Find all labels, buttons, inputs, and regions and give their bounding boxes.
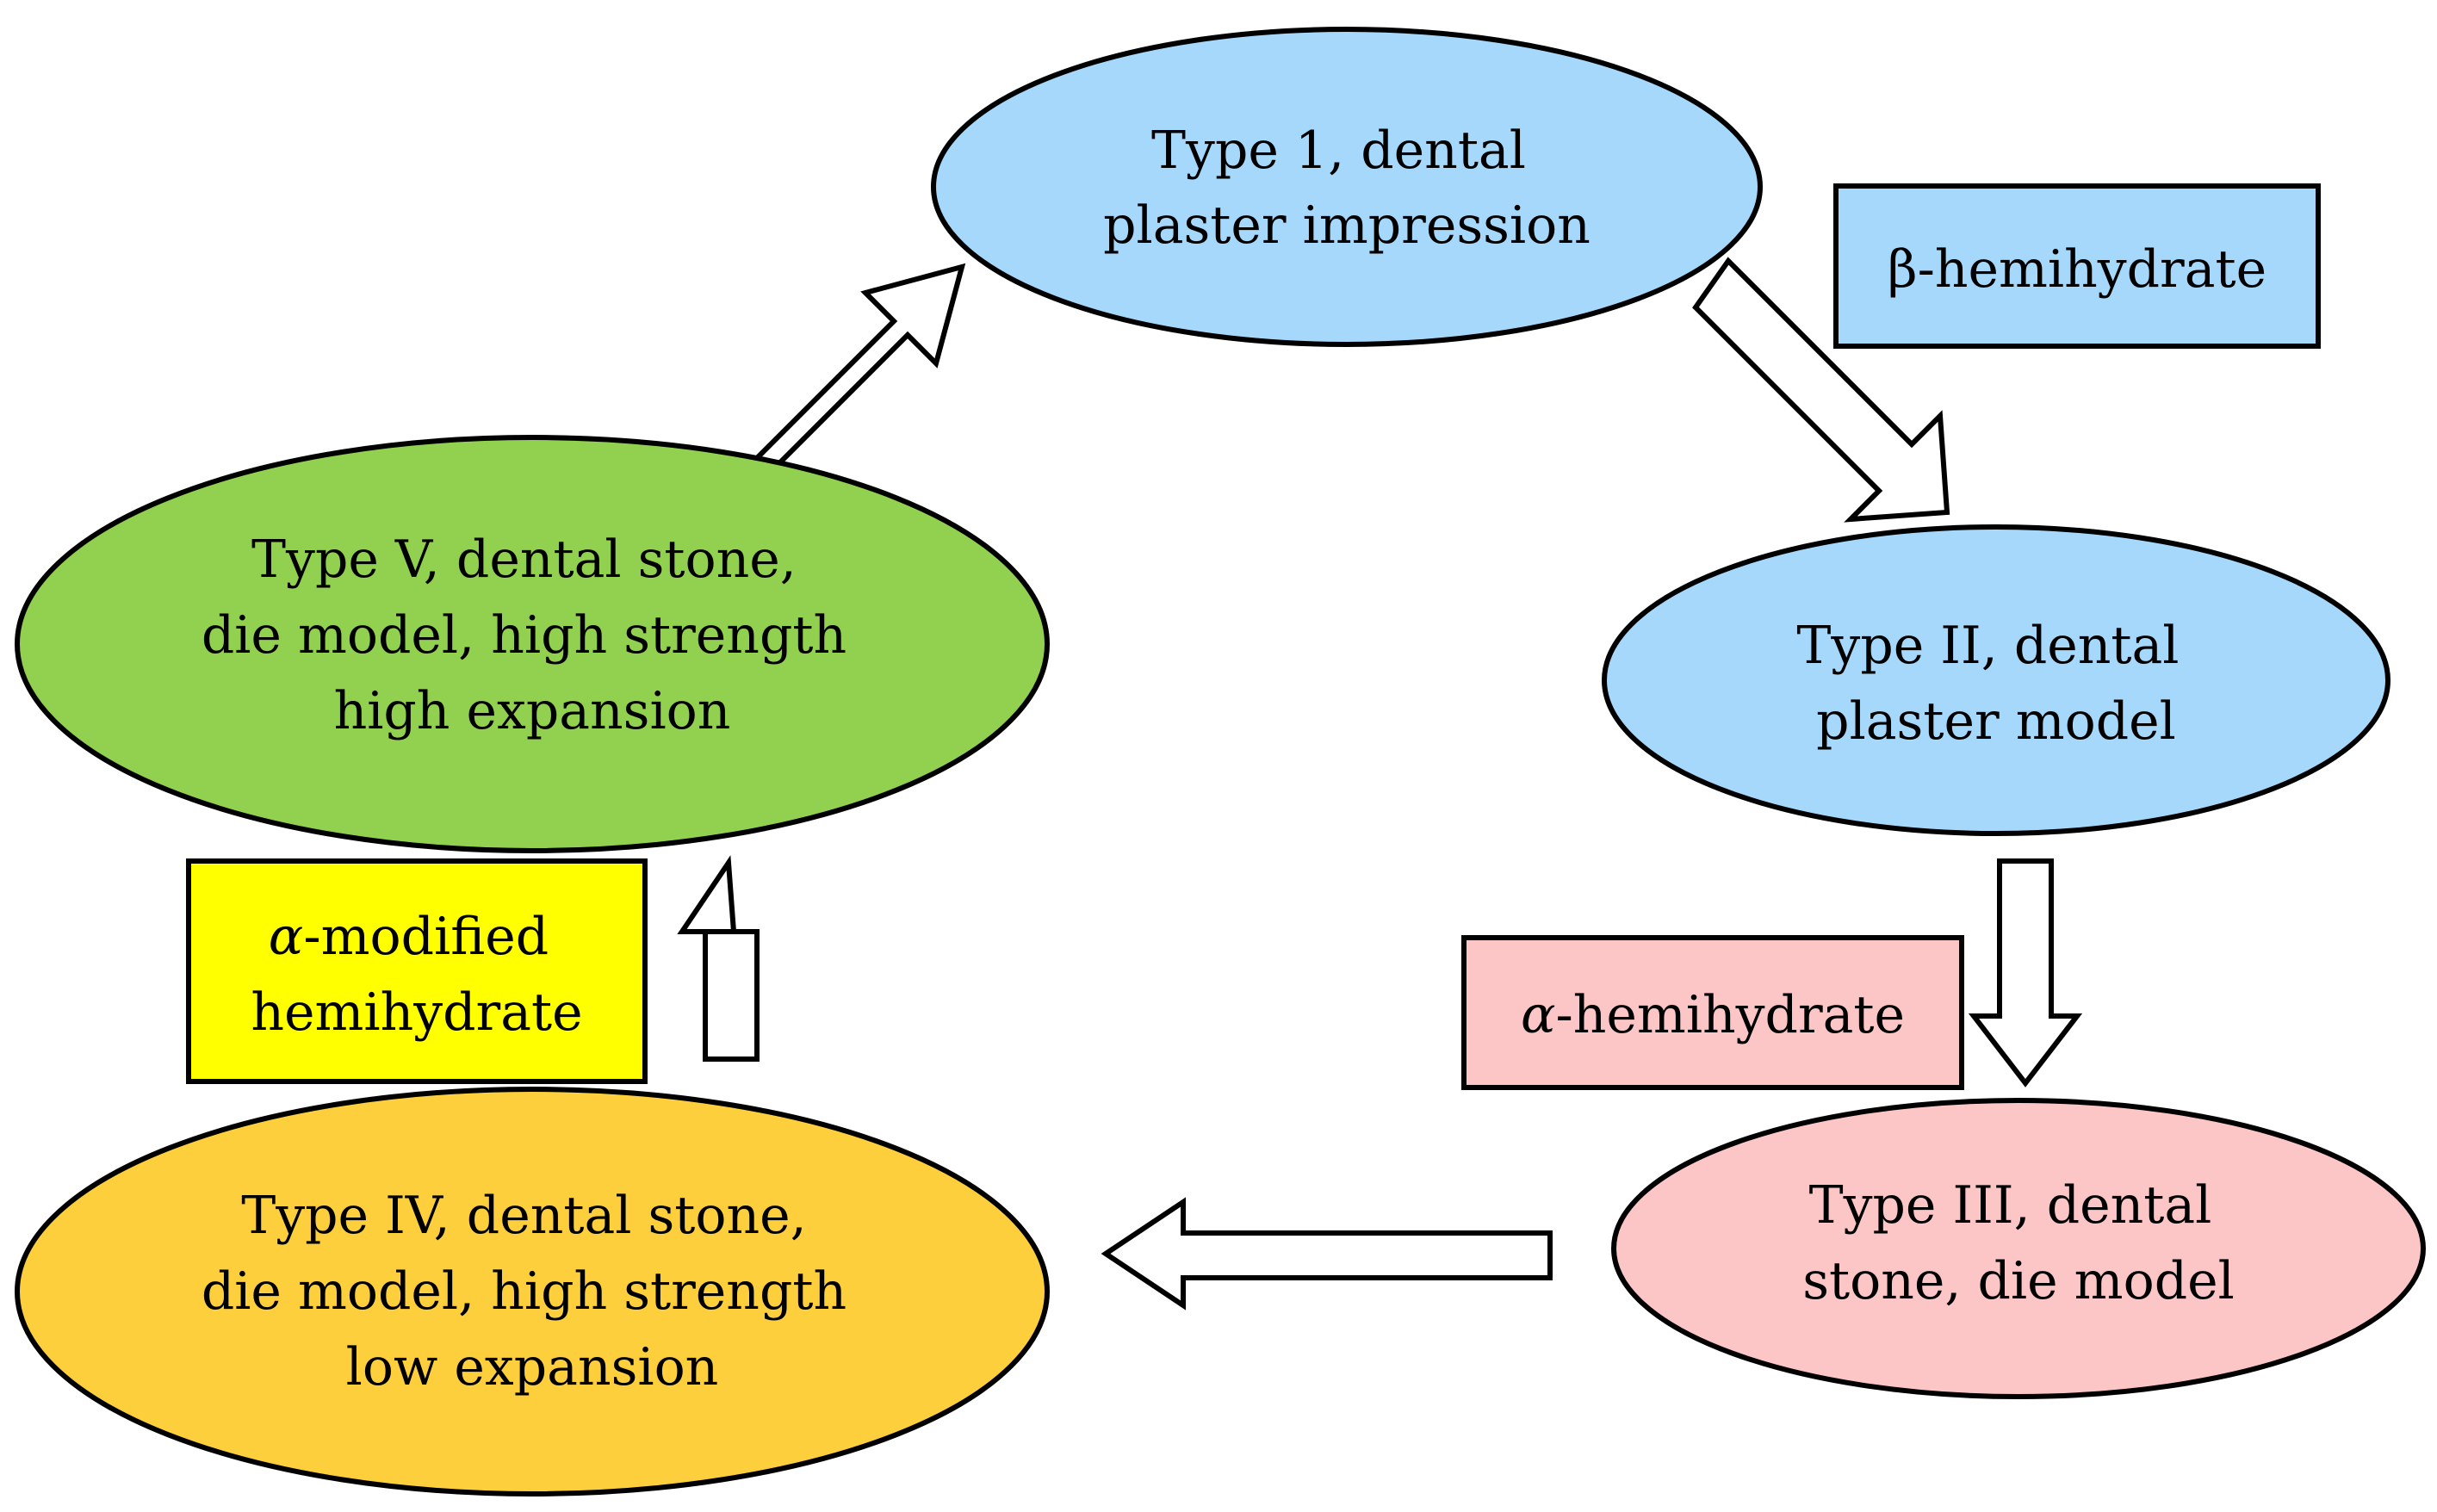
- node-type2-text: Type II, dental plaster model: [1796, 616, 2195, 752]
- arrow-type5-to-type1: [751, 263, 966, 478]
- arrow-type4-to-type5: [677, 855, 760, 1062]
- arrow-type1-to-type2: [1692, 257, 1950, 523]
- node-type4-text: Type IV, dental stone, die model, high s…: [202, 1186, 863, 1397]
- node-type4: [15, 1087, 1050, 1497]
- arrow-type2-to-type3: [1968, 858, 2083, 1088]
- node-type5-text: Type V, dental stone, die model, high st…: [202, 530, 863, 741]
- node-type1: [931, 27, 1763, 347]
- node-type5: [15, 435, 1050, 853]
- label-alpha-hemihydrate: α-hemihydrate: [1521, 985, 1905, 1045]
- label-beta-hemihydrate: β-hemihydrate: [1888, 239, 2266, 300]
- label-alpha-modified-hemihydrate: α-modified hemihydrate: [251, 907, 582, 1043]
- node-type3-text: Type III, dental stone, die model: [1802, 1175, 2235, 1311]
- node-type1-text: Type 1, dental plaster impression: [1103, 121, 1591, 256]
- label-alpha-modified-hemihydrate-box: [186, 858, 648, 1084]
- label-beta-hemihydrate-box: [1833, 183, 2321, 349]
- node-type3: [1611, 1098, 2426, 1399]
- label-alpha-hemihydrate-box: [1461, 935, 1964, 1090]
- node-type2: [1602, 524, 2390, 836]
- arrow-type3-to-type4: [1101, 1197, 1553, 1311]
